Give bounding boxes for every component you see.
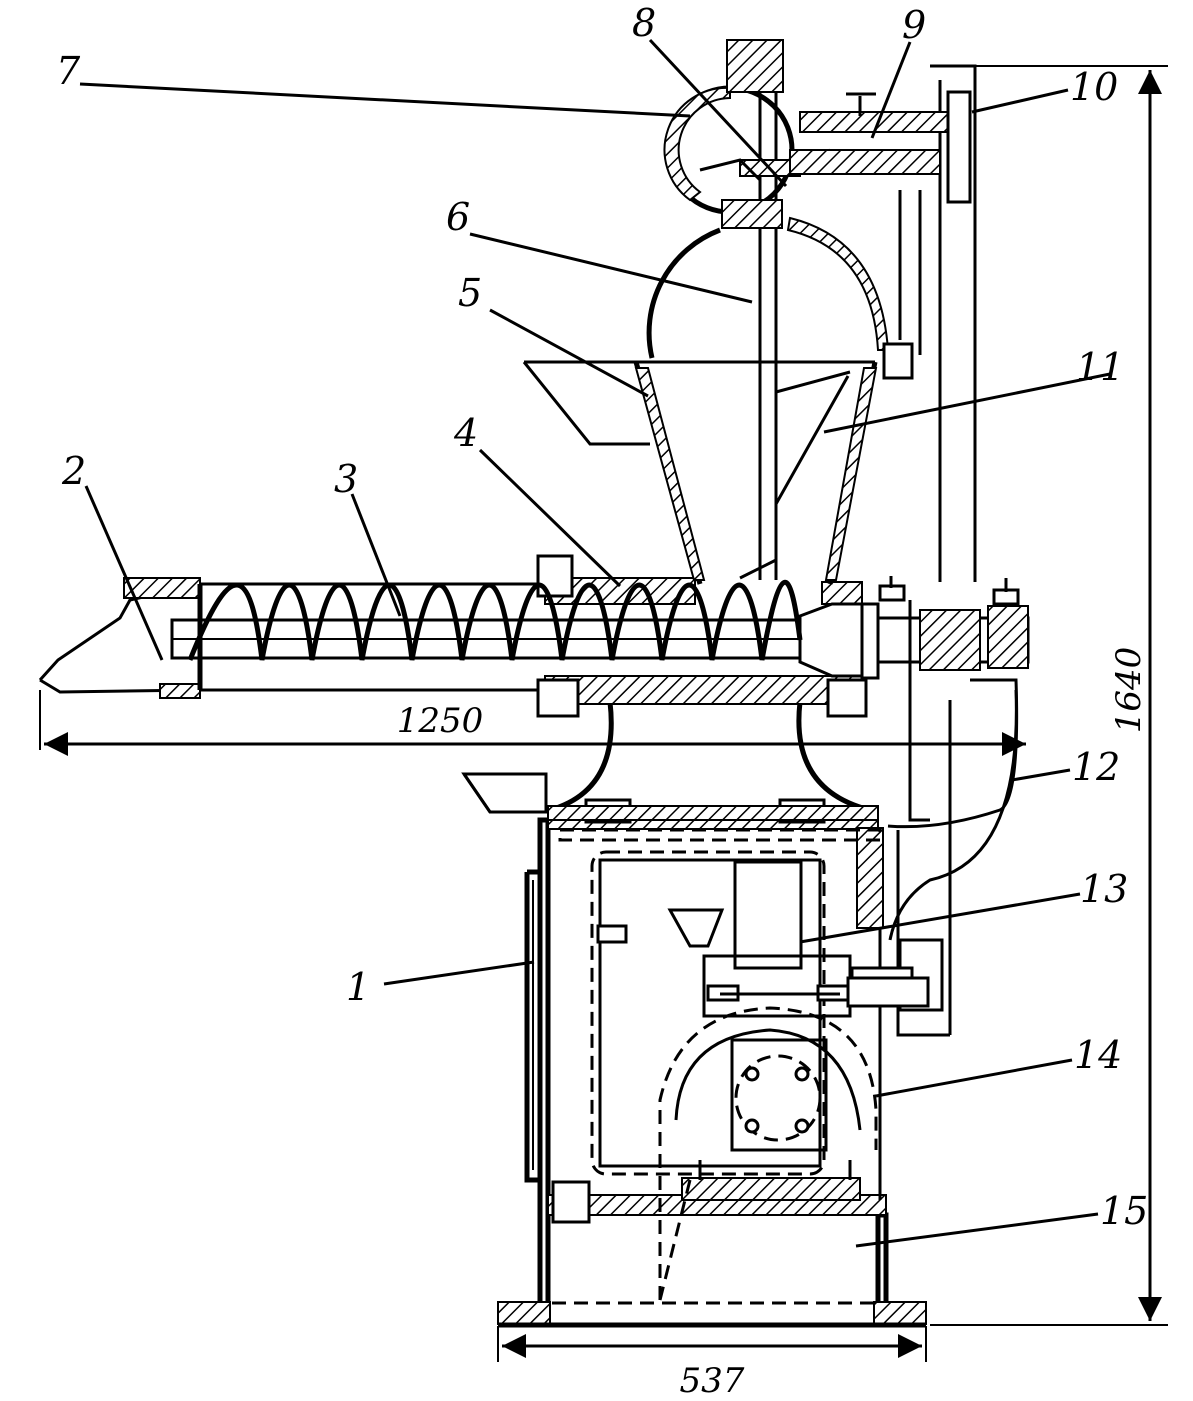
part-label-8: 8	[632, 1, 656, 45]
part-label-12: 12	[1072, 745, 1120, 789]
overall-height-label: 1640	[1109, 647, 1149, 734]
screw-support-column	[547, 701, 879, 821]
screw-feeder	[38, 554, 1030, 718]
part-label-2: 2	[61, 449, 86, 493]
part-label-6: 6	[446, 195, 470, 239]
machine-base	[497, 817, 927, 1328]
leader-lines	[79, 38, 1111, 1248]
part-label-9: 9	[902, 3, 926, 47]
part-labels: 1 2 3 4 5 6 7 8 9 10 11 12 13 14 15	[56, 1, 1148, 1233]
dimension-base-width: 537	[497, 1326, 927, 1401]
part-label-11: 11	[1076, 345, 1124, 389]
dimension-overall-height: 1640	[930, 65, 1168, 1326]
feed-tube-length-label: 1250	[397, 701, 484, 741]
part-label-14: 14	[1074, 1033, 1122, 1077]
part-label-10: 10	[1070, 65, 1118, 109]
part-label-13: 13	[1080, 867, 1128, 911]
part-label-7: 7	[56, 49, 81, 93]
part-label-1: 1	[346, 965, 370, 1009]
side-tray	[461, 772, 548, 814]
hopper	[522, 60, 878, 585]
discharge-chute	[887, 678, 1019, 941]
base-width-label: 537	[680, 1361, 745, 1401]
valve-assembly	[667, 860, 930, 1018]
part-label-15: 15	[1100, 1189, 1148, 1233]
electric-motor	[658, 1006, 878, 1301]
part-label-3: 3	[334, 457, 358, 501]
dimension-feed-tube-length: 1250	[39, 690, 1026, 756]
part-label-4: 4	[453, 411, 478, 455]
part-label-5: 5	[458, 271, 482, 315]
distributor-drum	[646, 39, 890, 359]
